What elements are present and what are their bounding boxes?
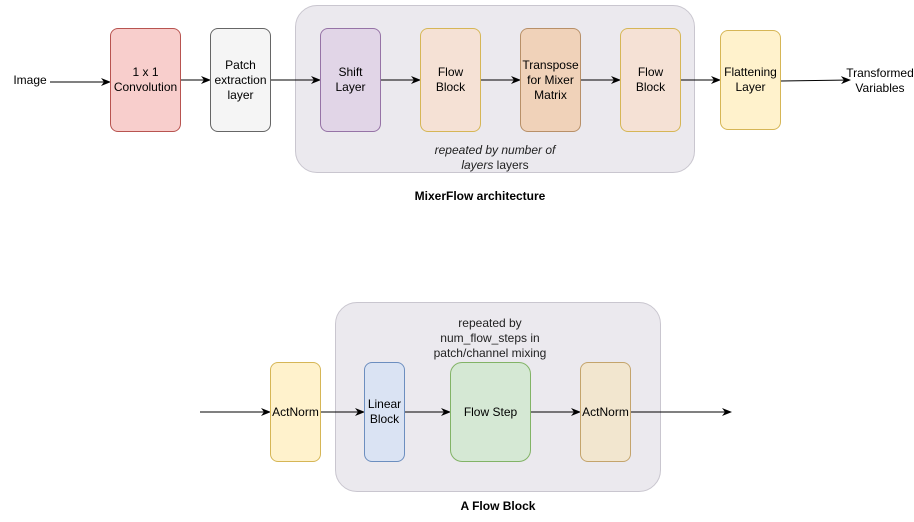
flattening-layer-box: Flattening Layer — [720, 30, 781, 130]
linear-block-box: Linear Block — [364, 362, 405, 462]
flow-block-label-2: Flow Block — [635, 65, 666, 94]
actnorm-out-label: ActNorm — [582, 404, 629, 419]
transpose-label: Transpose for Mixer Matrix — [522, 57, 579, 102]
flow-step-box: Flow Step — [450, 362, 531, 462]
transpose-box: Transpose for Mixer Matrix — [520, 28, 581, 132]
flowblock-repeat-note: repeated by num_flow_steps in patch/chan… — [433, 316, 547, 360]
linear-label: Linear Block — [367, 397, 402, 426]
mixer-repeat-note: repeated by number of layers layers — [425, 143, 565, 173]
patch-extraction-box: Patch extraction layer — [210, 28, 271, 132]
patch-label: Patch extraction layer — [214, 57, 267, 102]
arrow-flatten-to-output — [780, 76, 851, 85]
flow-block-box-1: Flow Block — [420, 28, 481, 132]
flow-step-label: Flow Step — [463, 404, 518, 419]
conv-1x1-box: 1 x 1 Convolution — [110, 28, 181, 132]
actnorm-in-label: ActNorm — [272, 404, 319, 419]
output-label: Transformed Variables — [846, 66, 914, 95]
conv-label: 1 x 1 Convolution — [113, 65, 178, 94]
actnorm-out-box: ActNorm — [580, 362, 631, 462]
mixer-repeat-note-plain: layers — [493, 158, 529, 172]
shift-label: Shift Layer — [335, 65, 366, 94]
input-label: Image — [13, 73, 47, 87]
mixer-repeat-note-italic: repeated by number of layers — [434, 143, 556, 172]
flowblock-title: A Flow Block — [460, 499, 536, 513]
flow-block-box-2: Flow Block — [620, 28, 681, 132]
flatten-label: Flattening Layer — [724, 65, 777, 94]
shift-layer-box: Shift Layer — [320, 28, 381, 132]
flow-block-label-1: Flow Block — [435, 65, 466, 94]
actnorm-in-box: ActNorm — [270, 362, 321, 462]
mixerflow-title: MixerFlow architecture — [414, 189, 546, 203]
